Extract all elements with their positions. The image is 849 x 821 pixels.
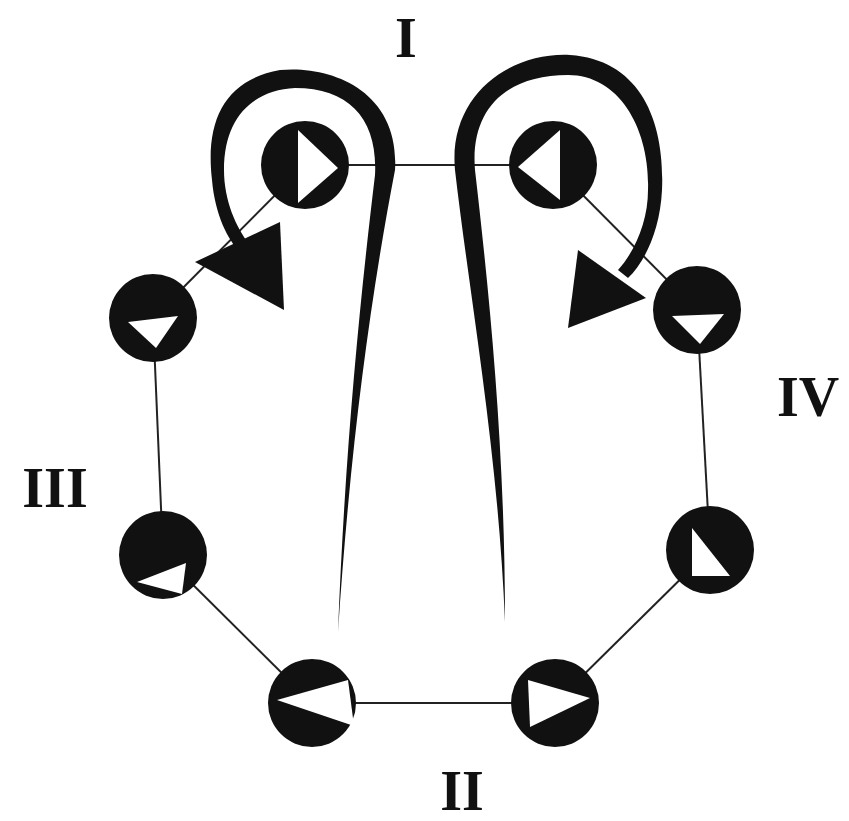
arrow-head	[195, 222, 284, 310]
curved-arrows	[195, 55, 662, 632]
phase-label: IV	[777, 369, 839, 425]
phase-label: I	[395, 10, 417, 66]
state-triangles	[128, 130, 730, 727]
state-triangle	[277, 680, 354, 726]
state-triangle	[692, 528, 730, 576]
phase-label: III	[22, 460, 87, 516]
state-triangle	[137, 563, 186, 594]
arrow-head	[568, 250, 646, 328]
phase-label: II	[440, 763, 484, 819]
state-circle	[653, 266, 741, 354]
state-triangle	[672, 314, 724, 344]
state-circle	[119, 511, 207, 599]
state-circle	[268, 659, 356, 747]
state-triangle	[128, 316, 178, 348]
state-triangle	[518, 130, 560, 200]
state-circle	[666, 506, 754, 594]
octagon-frame	[153, 165, 710, 703]
state-circle	[109, 274, 197, 362]
state-circle	[261, 121, 349, 209]
curved-arrow	[211, 69, 396, 632]
curved-arrow	[454, 55, 662, 622]
state-circle	[509, 121, 597, 209]
state-triangle	[298, 130, 338, 203]
state-triangle	[528, 680, 590, 727]
state-circle	[511, 659, 599, 747]
